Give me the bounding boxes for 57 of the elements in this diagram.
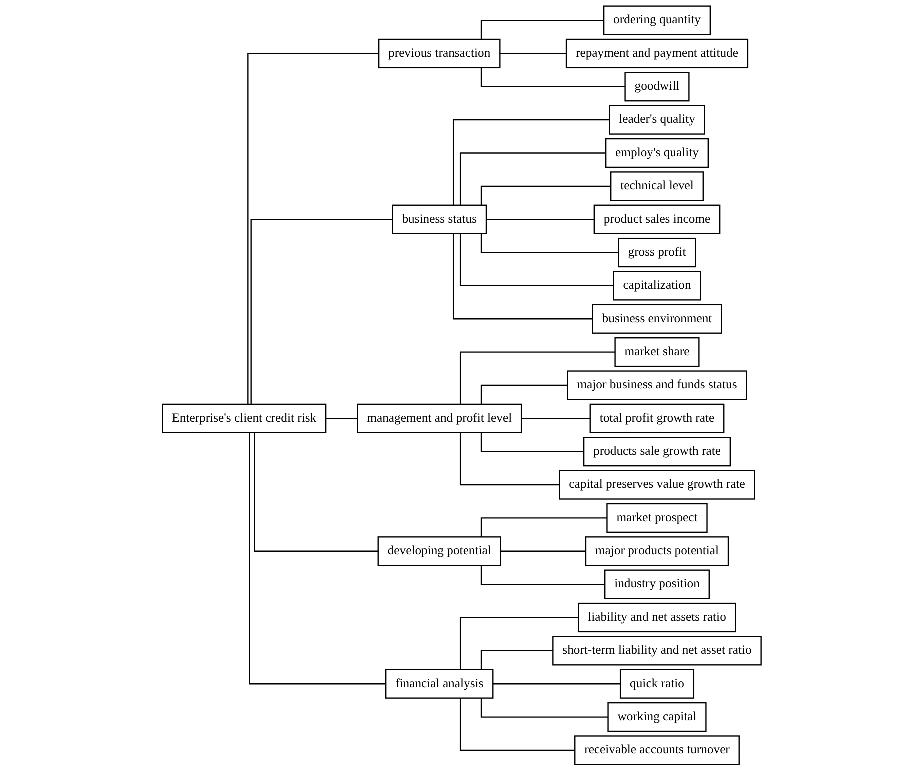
node-box: Enterprise's client credit risk: [162, 404, 327, 434]
node-box: major products potential: [585, 536, 730, 566]
node-box: total profit growth rate: [590, 404, 725, 434]
node-box: major business and funds status: [567, 370, 748, 400]
node-box: capitalization: [613, 271, 702, 301]
connector: [249, 432, 386, 685]
node-box: market share: [614, 338, 700, 368]
connector: [480, 384, 568, 404]
connector: [500, 53, 567, 54]
node-box: employ's quality: [605, 138, 709, 168]
connector: [480, 20, 604, 40]
connector: [520, 418, 590, 420]
node-box: product sales income: [594, 204, 721, 234]
connector: [500, 550, 586, 552]
node-box: capital preserves value growth rate: [559, 470, 756, 500]
node-box: quick ratio: [620, 669, 695, 699]
connector: [452, 234, 593, 320]
node-box: business status: [392, 204, 488, 234]
connector: [480, 68, 626, 88]
node-box: industry position: [604, 570, 710, 600]
connector: [325, 418, 358, 420]
node-box: gross profit: [618, 238, 696, 268]
connector: [248, 53, 380, 404]
node-box: leader's quality: [609, 105, 706, 135]
connector: [452, 119, 610, 206]
connector: [480, 698, 608, 718]
connector: [480, 566, 606, 586]
connector: [460, 617, 579, 670]
connector: [460, 234, 614, 287]
node-box: working capital: [608, 702, 707, 732]
connector: [480, 186, 612, 206]
node-box: developing potential: [378, 536, 502, 566]
connector: [460, 698, 576, 752]
connector: [480, 518, 608, 538]
connector: [486, 219, 594, 220]
connector: [254, 432, 378, 552]
node-box: technical level: [610, 172, 704, 202]
node-box: previous transaction: [378, 38, 501, 69]
connector: [492, 684, 621, 685]
node-box: market prospect: [606, 503, 708, 534]
connector: [480, 650, 554, 670]
connector: [460, 152, 606, 206]
node-box: short-term liability and net asset ratio: [552, 636, 762, 666]
node-box: financial analysis: [386, 669, 494, 699]
connector: [480, 234, 619, 254]
node-box: repayment and payment attitude: [566, 38, 749, 69]
node-box: liability and net assets ratio: [578, 602, 736, 633]
node-box: ordering quantity: [603, 6, 712, 36]
connector: [250, 219, 393, 404]
node-box: receivable accounts turnover: [574, 736, 740, 766]
connector: [460, 352, 616, 404]
node-box: products sale growth rate: [583, 437, 732, 467]
connector: [460, 432, 560, 486]
node-box: goodwill: [624, 72, 690, 102]
node-box: management and profit level: [357, 404, 522, 434]
node-box: business environment: [592, 304, 722, 334]
connector: [480, 432, 584, 452]
